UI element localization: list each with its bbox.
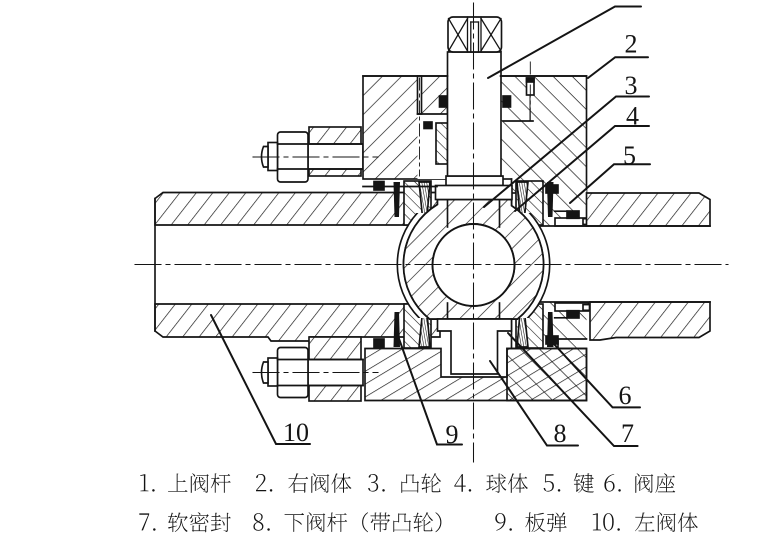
svg-text:6: 6 bbox=[619, 381, 632, 410]
svg-text:8: 8 bbox=[554, 419, 567, 448]
svg-text:3: 3 bbox=[625, 71, 638, 100]
svg-text:4: 4 bbox=[626, 102, 639, 131]
svg-text:5: 5 bbox=[623, 141, 636, 170]
svg-text:7: 7 bbox=[621, 419, 634, 448]
svg-text:10: 10 bbox=[283, 418, 309, 447]
svg-text:9: 9 bbox=[446, 420, 459, 449]
svg-text:2: 2 bbox=[625, 29, 638, 58]
